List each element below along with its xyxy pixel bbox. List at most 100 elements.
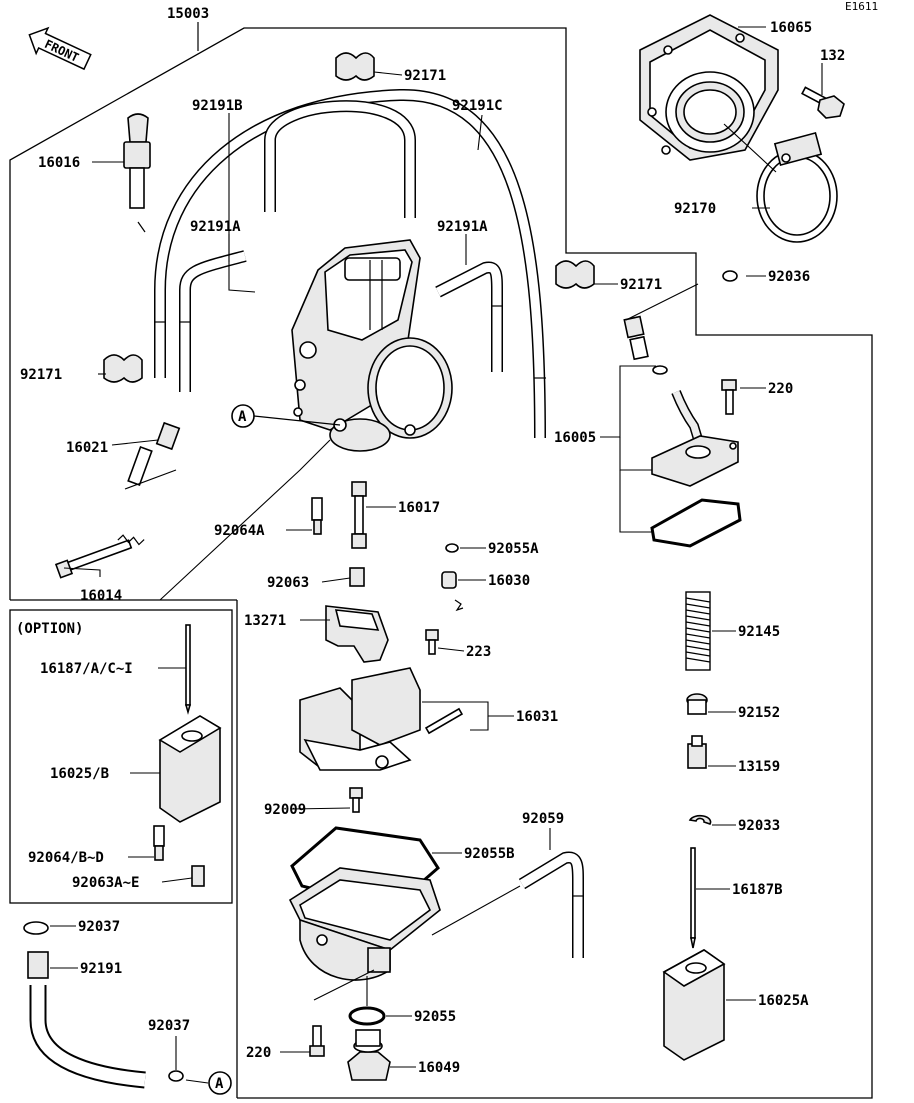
option-valve-16025 xyxy=(158,715,222,823)
leader-lines xyxy=(50,26,823,1084)
label-92064-option: 92064/B~D xyxy=(28,850,104,866)
label-92171-top: 92171 xyxy=(404,68,446,84)
guide-13159 xyxy=(687,735,707,769)
bolt-132 xyxy=(801,86,845,119)
label-16005: 16005 xyxy=(554,430,596,446)
label-92059: 92059 xyxy=(522,811,564,827)
clamp-92037-bottom xyxy=(168,1070,184,1082)
part-labels: 15003 16065 132 92170 92171 92191B 92191… xyxy=(16,6,845,1076)
option-pilot-jet-92064 xyxy=(153,825,165,861)
vent-hose-92191b-92191c xyxy=(154,88,546,439)
label-92055: 92055 xyxy=(414,1009,456,1025)
option-main-jet-92063 xyxy=(191,865,205,887)
reference-marker-a-bottom: A xyxy=(208,1071,232,1095)
assembly-bracket-lines xyxy=(9,22,873,1099)
label-92037-bottom: 92037 xyxy=(148,1018,190,1034)
label-92152: 92152 xyxy=(738,705,780,721)
svg-text:A: A xyxy=(215,1076,224,1092)
intake-duct-16065 xyxy=(639,14,779,161)
o-ring-92055a xyxy=(445,543,459,553)
main-jet-92063 xyxy=(349,567,365,587)
svg-text:A: A xyxy=(238,409,247,425)
hose-clip-92171-mid xyxy=(555,260,595,289)
screw-92009 xyxy=(349,787,363,813)
label-13159: 13159 xyxy=(738,759,780,775)
label-16021: 16021 xyxy=(66,440,108,456)
drain-plug-16049 xyxy=(347,1029,391,1081)
label-16025a: 16025A xyxy=(758,993,809,1009)
label-15003: 15003 xyxy=(167,6,209,22)
screw-220-bottom xyxy=(309,1025,325,1057)
drain-hose-92059 xyxy=(518,851,584,958)
label-223: 223 xyxy=(466,644,491,660)
label-92033: 92033 xyxy=(738,818,780,834)
label-92191: 92191 xyxy=(80,961,122,977)
label-92170: 92170 xyxy=(674,201,716,217)
diagram-code: E1611 xyxy=(845,0,878,13)
hose-92191 xyxy=(27,951,146,1089)
label-92063: 92063 xyxy=(267,575,309,591)
label-16016: 16016 xyxy=(38,155,80,171)
label-92191b: 92191B xyxy=(192,98,243,114)
float-valve-16030 xyxy=(441,571,464,612)
label-220-top: 220 xyxy=(768,381,793,397)
hose-clip-92171-top xyxy=(335,52,375,81)
spring-92145 xyxy=(685,591,711,671)
label-92037-top: 92037 xyxy=(78,919,120,935)
float-16031 xyxy=(299,667,464,771)
idle-screw-16014 xyxy=(54,534,145,579)
label-16187-option: 16187/A/C~I xyxy=(40,661,133,677)
label-16049: 16049 xyxy=(418,1060,460,1076)
label-220-bottom: 220 xyxy=(246,1045,271,1061)
vent-hose-92191a-right xyxy=(435,261,503,372)
label-92171-left: 92171 xyxy=(20,367,62,383)
adjust-screw-16021 xyxy=(127,421,181,486)
label-16031: 16031 xyxy=(516,709,558,725)
option-label: (OPTION) xyxy=(16,621,83,637)
label-92145: 92145 xyxy=(738,624,780,640)
option-needle-16187 xyxy=(184,624,192,715)
clamp-92170 xyxy=(756,131,838,243)
jet-needle-16187b xyxy=(690,847,696,949)
float-bowl xyxy=(288,867,441,981)
front-arrow-icon: FRONT xyxy=(28,26,92,71)
label-16065: 16065 xyxy=(770,20,812,36)
throttle-valve-16025a xyxy=(662,949,726,1061)
needle-jet-16017 xyxy=(351,481,367,549)
label-132: 132 xyxy=(820,48,845,64)
gasket-92055b xyxy=(290,826,440,910)
holder-13271 xyxy=(325,605,389,663)
label-92064a: 92064A xyxy=(214,523,265,539)
label-16017: 16017 xyxy=(398,500,440,516)
screw-223 xyxy=(425,629,439,655)
vent-hose-92191a-left xyxy=(179,250,247,392)
label-16025-option: 16025/B xyxy=(50,766,109,782)
option-box xyxy=(9,609,233,904)
clip-92033 xyxy=(688,814,712,825)
label-16014: 16014 xyxy=(80,588,122,604)
label-92009: 92009 xyxy=(264,802,306,818)
reference-marker-a: A xyxy=(231,404,341,428)
retainer-92152 xyxy=(686,693,708,715)
o-ring-92055 xyxy=(348,1006,386,1026)
label-92191a-left: 92191A xyxy=(190,219,241,235)
label-92191c: 92191C xyxy=(452,98,503,114)
label-92055a: 92055A xyxy=(488,541,539,557)
hose-clip-92171-left xyxy=(103,354,143,383)
screw-220-top xyxy=(721,379,737,415)
clip-92036 xyxy=(722,270,738,282)
carburetor-body xyxy=(291,239,453,452)
label-13271: 13271 xyxy=(244,613,286,629)
label-16187b: 16187B xyxy=(732,882,783,898)
clamp-92037-top xyxy=(23,921,49,935)
choke-plunger-16016 xyxy=(123,113,151,209)
pilot-jet-92064a xyxy=(311,497,323,535)
label-92036: 92036 xyxy=(768,269,810,285)
label-92171-mid: 92171 xyxy=(620,277,662,293)
label-16030: 16030 xyxy=(488,573,530,589)
label-92191a-right: 92191A xyxy=(437,219,488,235)
label-92055b: 92055B xyxy=(464,846,515,862)
mixing-cap-16005 xyxy=(623,315,742,548)
